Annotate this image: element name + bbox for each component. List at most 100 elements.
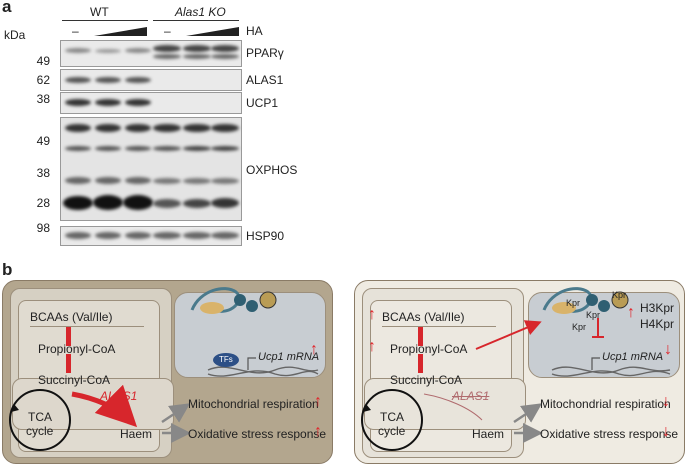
marker-28-oxphos: 28 [36,196,50,210]
blot-alas1 [60,69,242,91]
left-ucp1-mrna-text: Ucp1 mRNA [258,351,320,363]
right-ucp1-mrna-label: Ucp1 mRNA [602,351,663,363]
marker-49-ppar: 49 [36,54,50,68]
left-nucleosome4 [259,291,277,309]
left-succinyl-label: Succinyl-CoA [38,373,111,387]
left-tfs-label: TFs [219,355,233,364]
left-tca-label-2: cycle [26,424,54,438]
right-oxid-down-arrow: ↓ [662,423,670,440]
ha-wedges [94,27,239,36]
marker-49-oxphos: 49 [36,134,50,148]
group-alas1ko-label: Alas1 KO [175,5,226,19]
left-tca-arrowhead [11,404,19,412]
left-dna2 [207,370,319,377]
group-ko-line [153,20,239,21]
blot-ucp1-label: UCP1 [246,96,279,110]
right-tca-box [364,378,526,430]
alas1-italic: Alas1 KO [175,5,226,19]
left-oxid-label: Oxidative stress response [188,427,327,441]
right-h4kpr-label: H4Kpr [640,317,675,331]
right-kpr-up-arrow: ↑ [627,304,635,321]
blot-oxphos-label: OXPHOS [246,163,298,177]
right-nucleosome1 [552,302,576,314]
left-nucleosome2 [234,294,246,306]
minus-label-wt: – [72,24,79,38]
left-tfs-blob [213,353,239,367]
ha-label: HA [246,24,263,38]
right-bcaa-up-arrow: ↑ [368,306,376,323]
left-pathway-bar2 [66,354,71,373]
right-oxid-label: Oxidative stress response [540,427,679,441]
left-mito-label: Mitochondrial respiration [188,397,319,411]
left-tca-box [12,378,174,430]
left-arrow-mito [161,403,191,424]
right-h3kpr-label: H3Kpr [640,301,675,315]
right-tca-label-1: TCA [380,410,404,424]
left-bcaa-line [30,326,144,327]
right-alas1-label: ALAS1 [452,389,490,403]
panel-a-label: a [2,0,12,16]
blot-hsp90 [60,226,242,246]
left-pathway-bar1 [66,327,71,346]
right-kpr-label-2: Kpr [612,290,627,300]
right-dna [551,366,671,374]
group-wt-line [62,20,148,21]
right-dna2 [551,370,671,377]
blot-ppar-label: PPARγ [246,46,284,60]
left-ucp1-mrna-label: Ucp1 mRNA [258,351,319,363]
right-propionyl-up-arrow: ↑ [368,338,376,355]
right-ucp1-mrna-text: Ucp1 mRNA [602,351,664,363]
right-propionyl-label: Propionyl-CoA [390,342,468,356]
right-tss-arrow [591,357,600,370]
left-chromatin [190,287,241,313]
group-wt-label: WT [90,5,109,19]
left-ucp1-up-arrow: ↑ [310,341,318,358]
right-kpr-label-3: Kpr [586,310,601,320]
panel-b-label: b [2,260,13,279]
left-bcaa-label: BCAAs (Val/Ile) [30,310,113,324]
marker-38-oxphos: 38 [36,166,50,180]
right-pathway-bar2 [418,354,423,373]
left-propionyl-label: Propionyl-CoA [38,342,116,356]
right-tca-arrowhead [363,404,371,412]
left-mito-up-arrow: ↑ [314,393,322,410]
right-mito-down-arrow: ↓ [662,393,670,410]
marker-98-hsp90: 98 [36,221,50,235]
right-mito-label: Mitochondrial respiration [540,397,671,411]
kda-label: kDa [4,28,26,42]
left-diagram-svg [9,287,319,451]
marker-62-alas1: 62 [36,73,50,87]
blot-ucp1 [60,92,242,114]
right-kpr-label-4: Kpr [572,322,587,332]
left-nucleosome1 [200,302,224,314]
left-tss-arrow [247,357,256,370]
marker-38-ucp1: 38 [36,92,50,106]
right-chromatin [542,287,593,313]
right-tca-circle [361,389,423,451]
left-oxid-up-arrow: ↑ [314,423,322,440]
right-nucleosome3 [598,300,610,312]
blot-ppar [60,40,242,67]
left-nucleosome3 [246,300,258,312]
right-bcaa-label: BCAAs (Val/Ile) [382,310,465,324]
right-alas1-path [423,393,483,421]
blot-alas1-label: ALAS1 [246,73,284,87]
right-nucleosome4 [611,291,629,309]
right-succinyl-label: Succinyl-CoA [390,373,463,387]
right-pathway-bar1 [418,327,423,346]
left-dna [207,366,319,374]
right-kpr-label-1: Kpr [566,298,581,308]
minus-label-ko: – [164,24,171,38]
right-diagram-svg [361,287,671,451]
blot-hsp90-label: HSP90 [246,229,285,243]
right-tca-label-2: cycle [378,424,406,438]
ha-wedge-wt [94,27,147,36]
right-nucleosome2 [586,294,598,306]
right-bcaa-line [382,326,496,327]
right-haem-label: Haem [472,427,505,441]
right-ucp1-down-arrow: ↓ [664,341,672,358]
ha-wedge-ko [186,27,239,36]
left-tca-label-1: TCA [28,410,52,424]
blot-oxphos [60,117,242,221]
left-alas1-arrow [71,384,138,428]
